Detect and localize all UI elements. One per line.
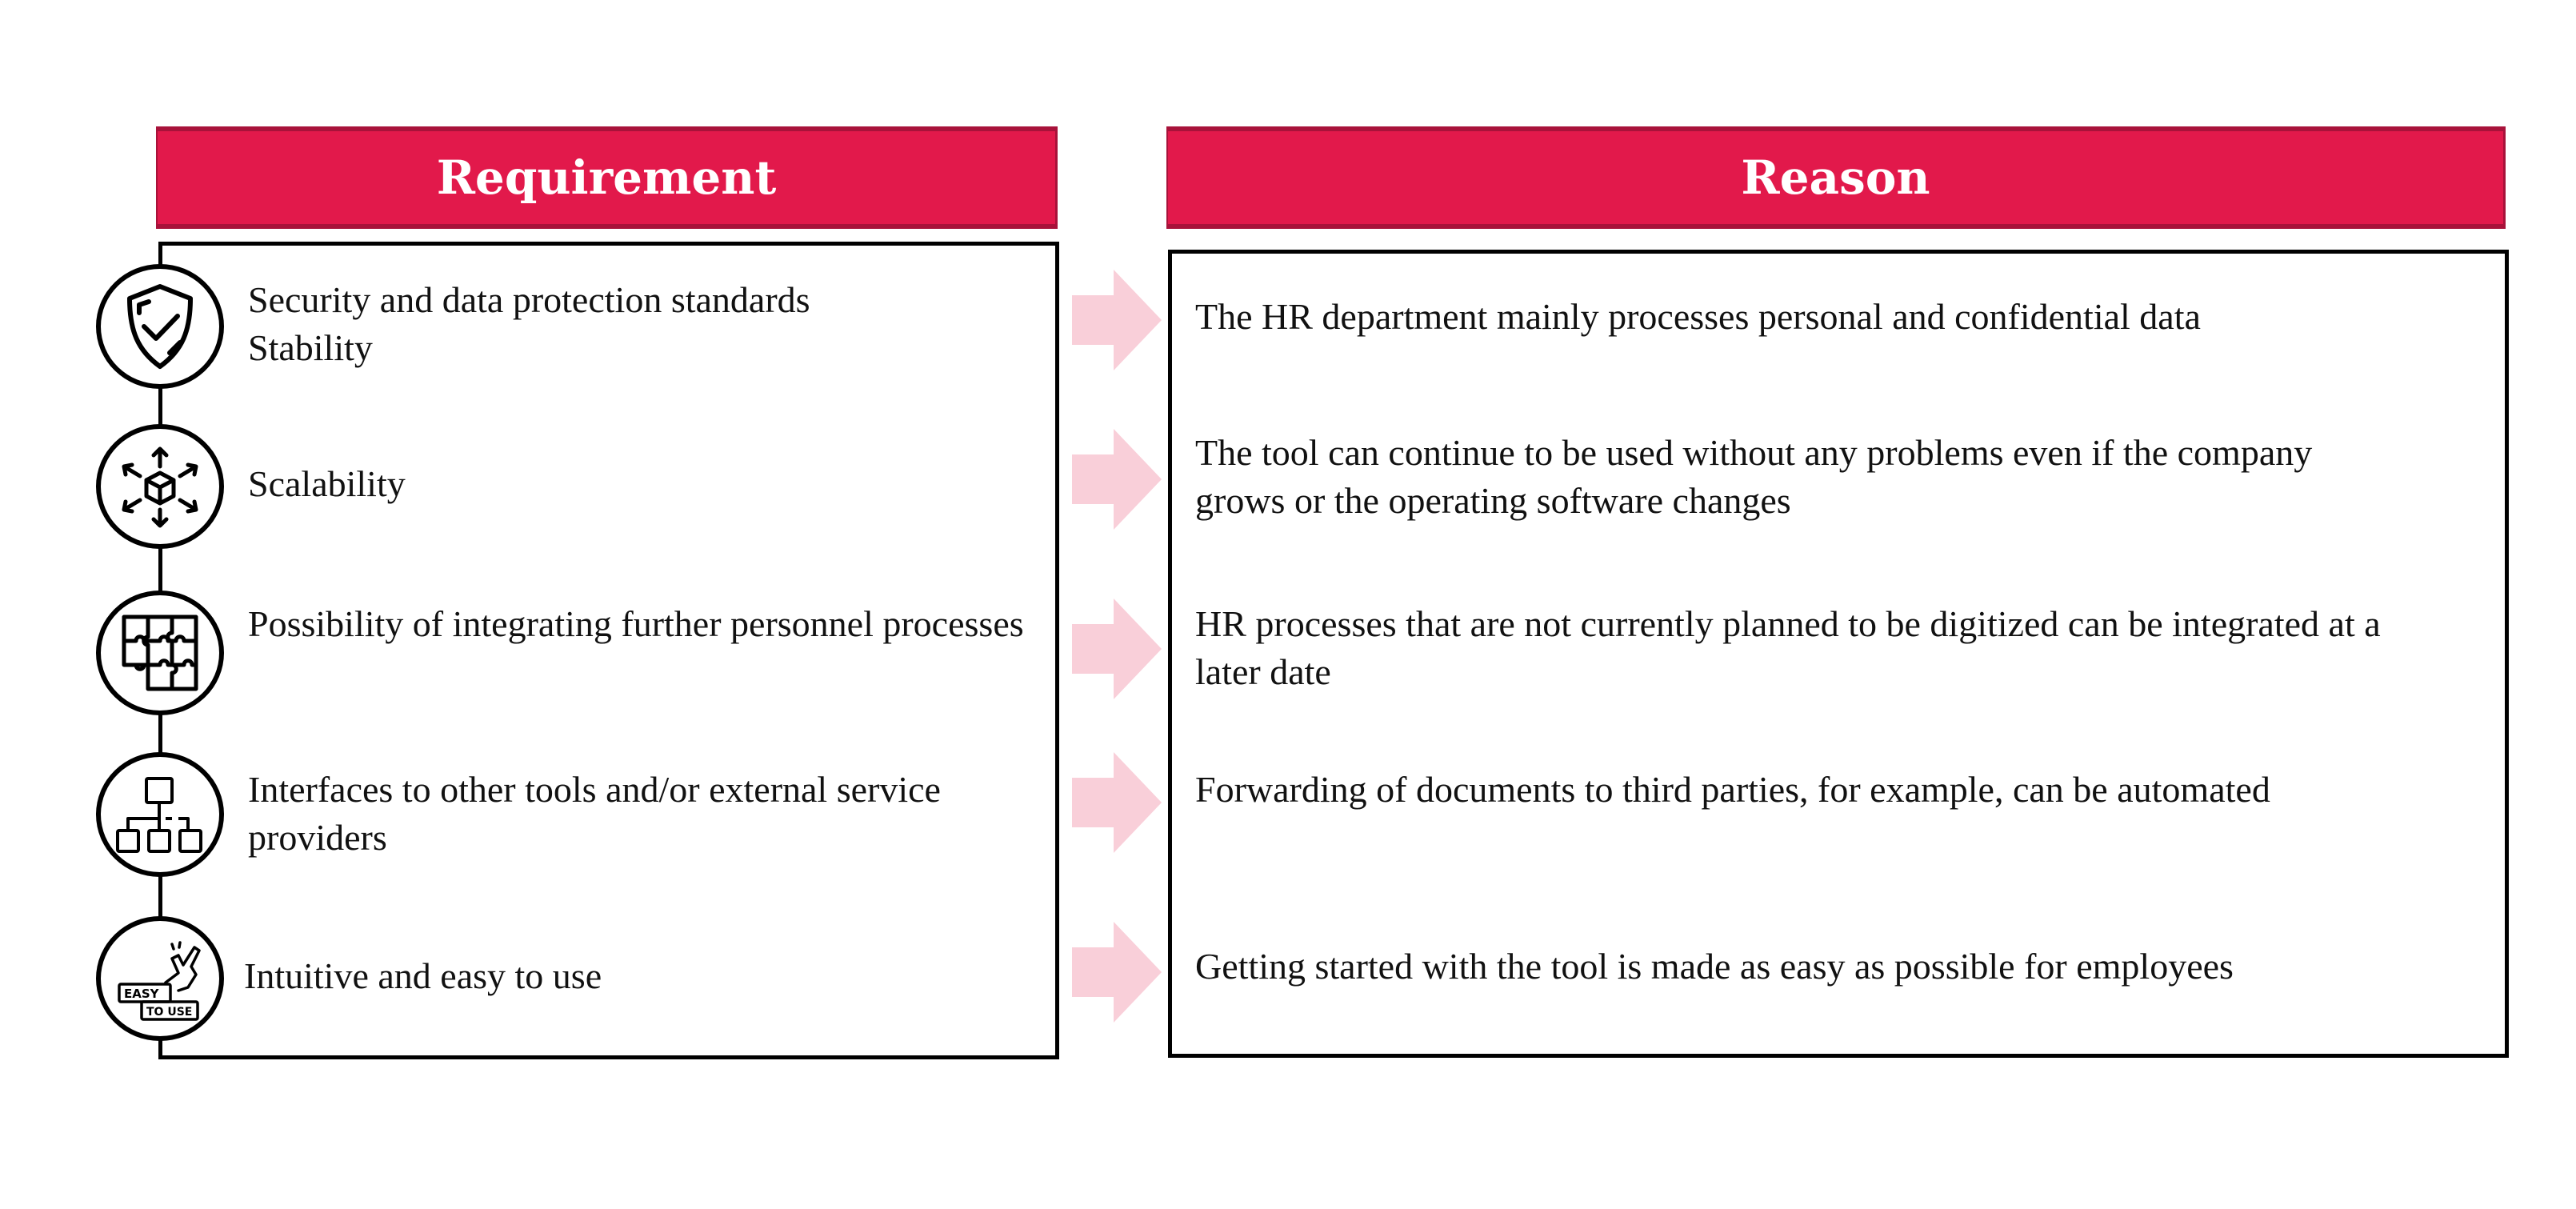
arrow-icon-2 <box>1072 429 1162 530</box>
reason-header: Reason <box>1166 126 2506 229</box>
puzzle-icon <box>122 615 198 691</box>
arrow-icon-1 <box>1072 270 1162 370</box>
easy-to-use-icon: EASY TO USE <box>118 941 201 1021</box>
reason-header-label: Reason <box>1741 150 1930 205</box>
requirement-panel <box>158 242 1059 1059</box>
requirement-text-2: Scalability <box>248 463 406 504</box>
row-3-icon-circle <box>96 590 224 715</box>
row-2-icon-circle <box>96 424 224 549</box>
requirement-header-label: Requirement <box>436 150 777 205</box>
row-5-icon-circle: EASY TO USE <box>96 916 224 1041</box>
scalability-cube-icon <box>122 446 198 528</box>
arrow-icon-5 <box>1072 922 1162 1023</box>
requirement-text-5: Intuitive and easy to use <box>244 955 602 996</box>
requirement-text-3: Possibility of integrating further perso… <box>248 603 1024 644</box>
reason-text-3: HR processes that are not currently plan… <box>1195 603 2381 692</box>
reason-text-2: The tool can continue to be used without… <box>1195 432 2313 521</box>
requirement-text-1: Security and data protection standards S… <box>248 279 810 368</box>
hierarchy-icon <box>116 777 202 853</box>
reason-panel <box>1168 250 2509 1058</box>
requirement-header: Requirement <box>156 126 1058 229</box>
arrow-icon-4 <box>1072 752 1162 853</box>
shield-check-icon <box>127 284 193 369</box>
reason-text-4: Forwarding of documents to third parties… <box>1195 769 2270 810</box>
row-4-icon-circle <box>96 752 224 877</box>
reason-text-5: Getting started with the tool is made as… <box>1195 946 2234 987</box>
arrow-icon-3 <box>1072 598 1162 699</box>
requirement-text-4: Interfaces to other tools and/or externa… <box>248 769 941 858</box>
svg-text:TO USE: TO USE <box>146 1006 192 1019</box>
row-1-icon-circle <box>96 264 224 389</box>
reason-text-1: The HR department mainly processes perso… <box>1195 296 2201 337</box>
svg-text:EASY: EASY <box>124 987 160 1001</box>
